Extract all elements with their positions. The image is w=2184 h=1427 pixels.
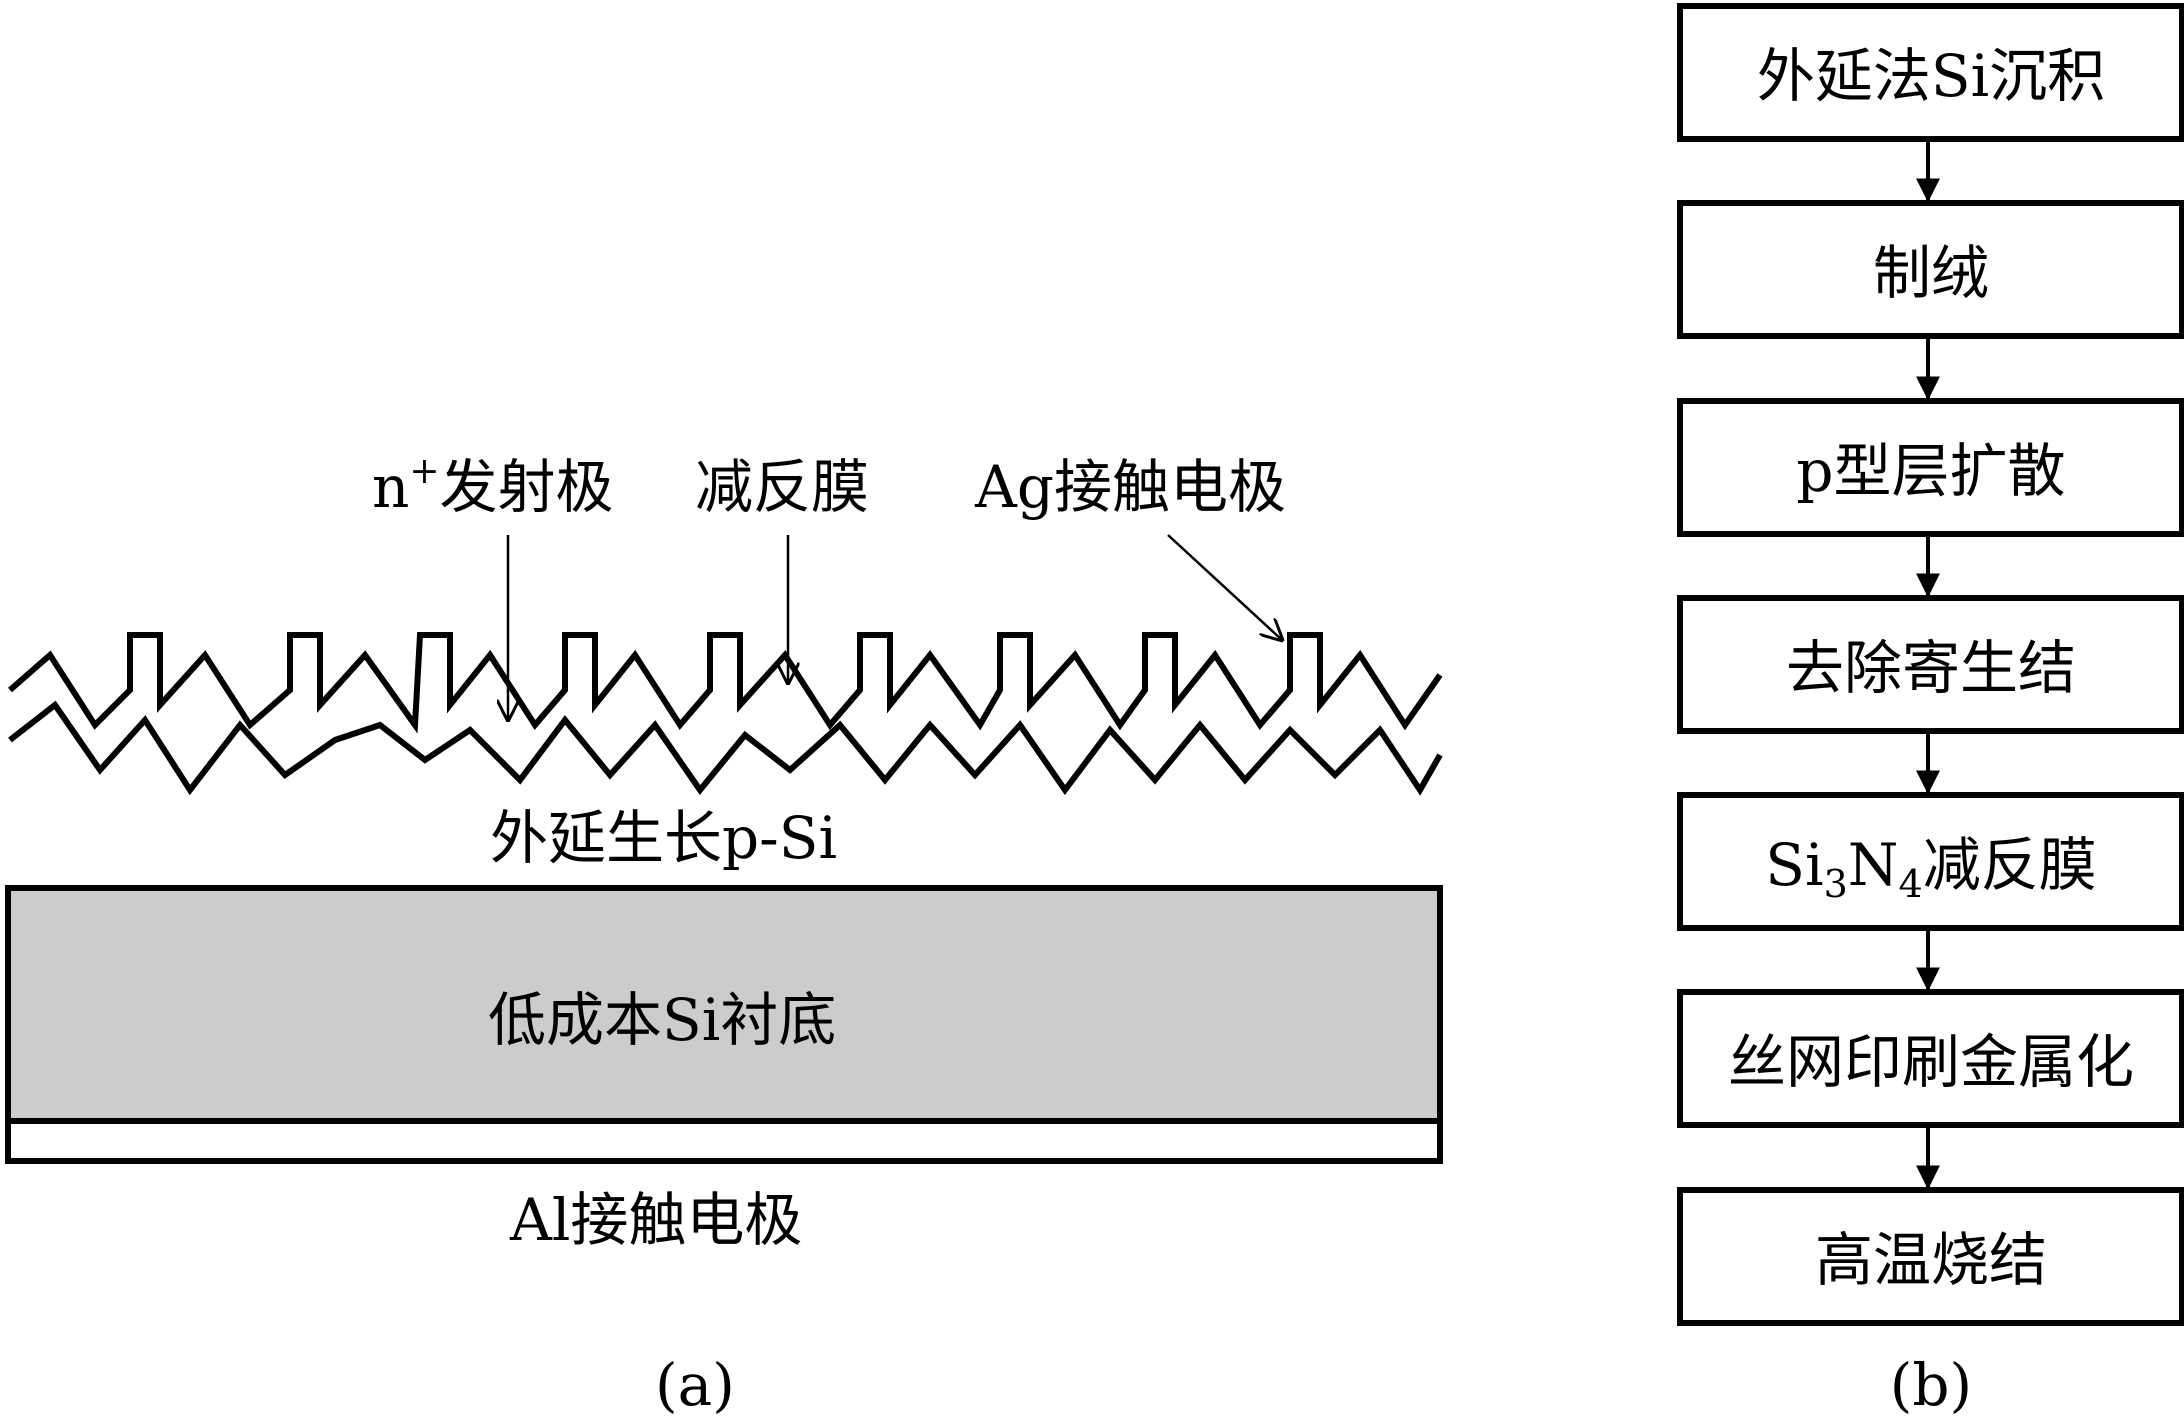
cross-section-panel: n+发射极 减反膜 Ag接触电极 外延生长p-Si 低成本Si衬底 Al接触电极… [5,451,1443,1419]
flow-step-label: 制绒 [1873,239,1989,307]
flow-step-box [1677,989,2184,1128]
emitter-boundary [8,700,1443,796]
al-rear-contact [5,1118,1443,1164]
flow-step-box [1677,3,2184,142]
flow-step-label: Si3N4减反膜 [1765,831,2096,906]
flow-step-label: 丝网印刷金属化 [1728,1028,2134,1096]
substrate-label: 低成本Si衬底 [488,986,836,1054]
al-contact-label: Al接触电极 [509,1186,802,1254]
flow-step-label: 外延法Si沉积 [1757,42,2105,110]
arc-label: 减反膜 [695,453,869,521]
flow-step-label: 去除寄生结 [1786,634,2076,702]
flow-step-box [1677,595,2184,734]
flow-step-box [1677,1187,2184,1326]
flow-step-label: p型层扩散 [1796,437,2065,505]
process-flowchart: 外延法Si沉积 制绒 p型层扩散 去除寄生结 Si3N4减反膜 丝网印刷金属化 … [1677,3,2184,1419]
emitter-label: n+发射极 [372,451,614,521]
caption-a: (a) [655,1351,735,1419]
si-substrate [5,885,1443,1124]
epi-si-label: 外延生长p-Si [490,804,837,872]
flow-step-box [1677,200,2184,339]
flow-step-box [1677,398,2184,537]
caption-b: (b) [1890,1351,1972,1419]
flow-step-box [1677,792,2184,931]
textured-top-surface [8,632,1443,734]
flow-step-label: 高温烧结 [1815,1226,2047,1294]
ag-pointer-arrow [1167,534,1282,640]
ag-contact-label: Ag接触电极 [974,453,1286,521]
